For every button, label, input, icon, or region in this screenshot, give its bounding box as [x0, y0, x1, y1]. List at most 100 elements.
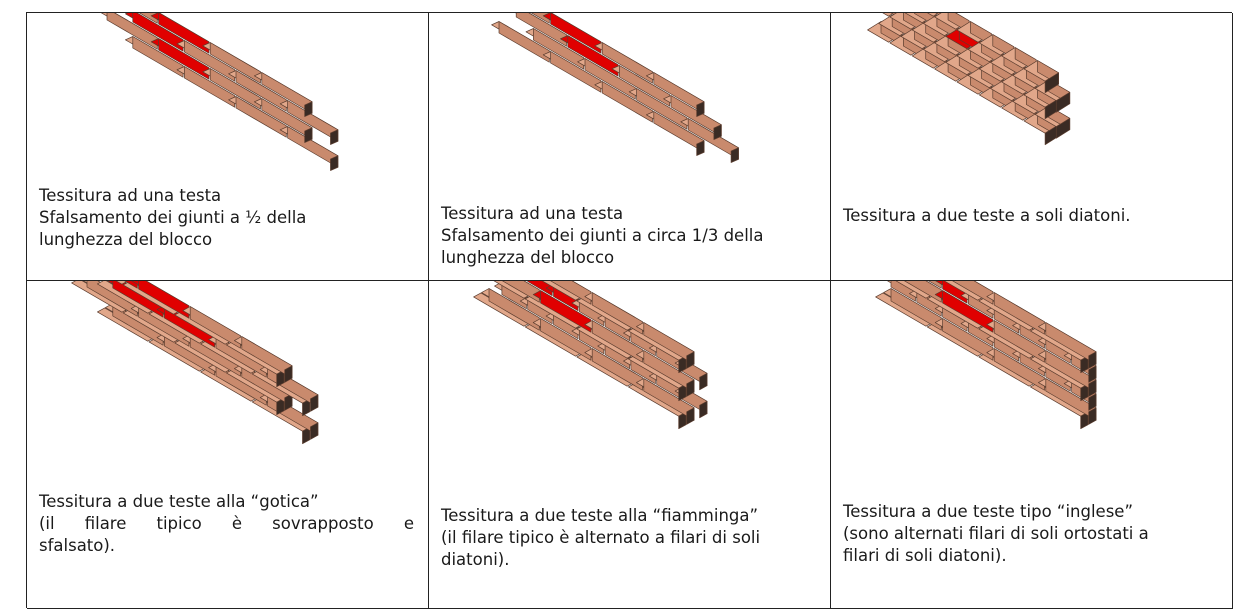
- cell-english-bond: Tessitura a due teste tipo “inglese” (so…: [831, 281, 1233, 609]
- brick-front-face: [993, 348, 1045, 391]
- caption-line: diatoni).: [441, 550, 510, 569]
- brick-end-face: [1080, 411, 1089, 430]
- caption: Tessitura ad una testa Sfalsamento dei g…: [441, 203, 816, 269]
- brick-end-face: [686, 351, 695, 369]
- brick-end-face: [276, 369, 285, 388]
- brick-end-face: [696, 101, 705, 117]
- brick-wall-illustration: [71, 281, 319, 445]
- brick-front-face: [591, 348, 643, 391]
- brick-end-face: [276, 397, 285, 416]
- brick-front-face: [591, 292, 643, 335]
- caption-line: filari di soli diatoni).: [843, 546, 1007, 565]
- caption-line: Tessitura ad una testa: [39, 186, 222, 205]
- caption-line: Tessitura a due teste tipo “inglese”: [843, 502, 1133, 521]
- brick-front-face: [952, 281, 994, 305]
- wall-rows: [473, 281, 708, 430]
- brick-wall-illustration: [100, 13, 339, 171]
- brick-wall-illustration: [491, 13, 739, 163]
- brick-front-face: [209, 68, 261, 110]
- brick-front-face: [138, 281, 190, 319]
- brick-end-face: [1055, 91, 1071, 113]
- brick-end-face: [1088, 365, 1097, 383]
- brick-end-face: [1088, 379, 1097, 397]
- brick-end-face: [699, 372, 708, 391]
- brick-end-face: [730, 147, 739, 163]
- brick-end-face: [686, 379, 695, 397]
- caption-line: Sfalsamento dei giunti a ½ della: [39, 208, 307, 227]
- brick-end-face: [696, 140, 705, 156]
- wall-rows: [71, 281, 319, 445]
- brick-end-face: [1088, 407, 1097, 425]
- masonry-table: Tessitura ad una testa Sfalsamento dei g…: [26, 12, 1233, 609]
- brick-front-face: [184, 66, 236, 108]
- wall-rows: [100, 13, 339, 171]
- caption: Tessitura ad una testa Sfalsamento dei g…: [39, 185, 414, 251]
- brick-end-face: [678, 383, 687, 402]
- brick-front-face: [942, 318, 994, 361]
- brick-end-face: [686, 407, 695, 425]
- caption-line: sfalsato).: [39, 536, 116, 555]
- brick-end-face: [310, 422, 319, 440]
- cell-flemish-bond: Tessitura a due teste alla “fiamminga” (…: [429, 281, 831, 609]
- brick-end-face: [284, 393, 293, 411]
- brick-wall-illustration: [867, 13, 1071, 146]
- cell-single-head-third-offset: Tessitura ad una testa Sfalsamento dei g…: [429, 13, 831, 281]
- brick-end-face: [304, 127, 313, 143]
- brick-wall-illustration: [875, 281, 1097, 430]
- caption: Tessitura a due teste tipo “inglese” (so…: [843, 501, 1218, 567]
- brick-front-face: [540, 290, 592, 333]
- cell-single-head-half-offset: Tessitura ad una testa Sfalsamento dei g…: [27, 13, 429, 281]
- brick-front-face: [904, 281, 942, 303]
- brick-end-face: [1055, 117, 1071, 139]
- brick-front-face: [498, 21, 550, 63]
- brick-front-face: [184, 40, 236, 82]
- cell-gothic-bond: Tessitura a due teste alla “gotica” (il …: [27, 281, 429, 609]
- caption-line: Tessitura a due teste alla “gotica”: [39, 492, 319, 511]
- brick-end-face: [330, 129, 339, 145]
- brick-front-face: [890, 288, 942, 331]
- brick-end-face: [304, 101, 313, 117]
- brick-front-face: [132, 13, 184, 52]
- brick-front-face: [502, 281, 540, 303]
- brick-end-face: [699, 400, 708, 419]
- brick-front-face: [209, 42, 261, 84]
- caption-line: lunghezza del blocco: [441, 248, 615, 267]
- brick-end-face: [302, 398, 311, 417]
- brick-front-face: [533, 28, 585, 70]
- brick-front-face: [540, 318, 592, 361]
- brick-front-face: [619, 65, 671, 107]
- wall-rows: [867, 13, 1071, 146]
- caption-line: (il filare tipico è sovrapposto e: [39, 514, 414, 533]
- brick-front-face: [124, 281, 138, 289]
- brick-front-face: [601, 42, 653, 84]
- caption-line: lunghezza del blocco: [39, 230, 213, 249]
- caption: Tessitura a due teste alla “fiamminga” (…: [441, 505, 816, 571]
- brick-front-face: [567, 35, 619, 77]
- brick-front-face: [488, 288, 540, 331]
- caption-line: Tessitura ad una testa: [441, 204, 624, 223]
- caption: Tessitura a due teste a soli diatoni.: [843, 205, 1218, 227]
- brick-front-face: [601, 81, 653, 123]
- brick-end-face: [713, 124, 722, 140]
- brick-end-face: [1080, 383, 1089, 402]
- brick-end-face: [1044, 72, 1059, 94]
- brick-end-face: [330, 155, 339, 171]
- brick-front-face: [132, 36, 184, 78]
- brick-end-face: [1088, 393, 1097, 411]
- brick-end-face: [302, 426, 311, 445]
- brick-end-face: [1080, 355, 1089, 374]
- cell-double-head-headers: Tessitura a due teste a soli diatoni.: [831, 13, 1233, 281]
- brick-end-face: [284, 365, 293, 383]
- brick-front-face: [189, 306, 241, 349]
- brick-top-face: [882, 13, 895, 17]
- brick-front-face: [235, 96, 287, 138]
- brick-front-face: [550, 281, 592, 305]
- brick-front-face: [158, 38, 210, 80]
- brick-end-face: [678, 411, 687, 430]
- brick-front-face: [993, 292, 1045, 335]
- brick-front-face: [158, 13, 210, 54]
- brick-front-face: [550, 51, 602, 93]
- brick-front-face: [550, 13, 602, 54]
- brick-top-face: [927, 13, 940, 17]
- brick-front-face: [591, 320, 643, 363]
